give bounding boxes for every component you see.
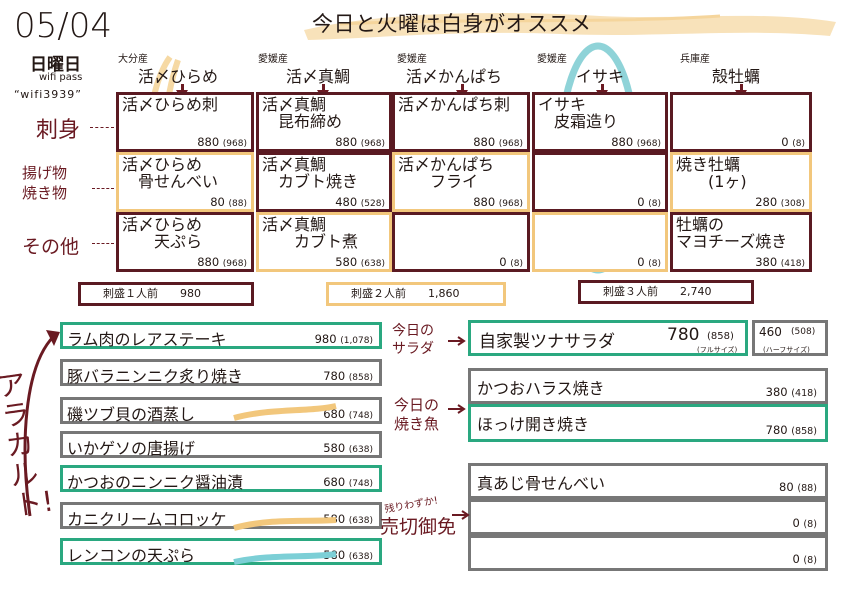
yellow-brush-decoration — [233, 517, 337, 531]
row-arrow — [92, 243, 114, 244]
sold-out-item: 0 (8) — [468, 535, 828, 571]
column-origin: 兵庫産 — [680, 54, 710, 65]
pointer-arrow-icon — [452, 510, 470, 520]
down-arrow-icon — [461, 84, 464, 90]
teal-brush-decoration — [233, 551, 337, 565]
sold-out-item: 0 (8) — [468, 499, 828, 535]
curved-arrow-icon — [23, 330, 60, 517]
down-arrow-icon — [181, 84, 184, 90]
column-origin: 愛媛産 — [397, 54, 427, 65]
weekday: 日曜日 — [30, 55, 81, 75]
column-name: 活〆ひらめ — [138, 67, 219, 86]
column-origin: 愛媛産 — [258, 54, 288, 65]
down-arrow-icon — [601, 84, 604, 90]
pointer-arrow-icon — [448, 336, 466, 346]
row-label-sashimi: 刺身 — [36, 118, 81, 143]
pointer-arrow-icon — [448, 404, 466, 414]
salad-label: 今日の サラダ — [392, 323, 434, 357]
column-name: 活〆かんぱち — [406, 67, 503, 86]
column-name: イサキ — [576, 67, 625, 86]
menu-cell: 焼き牡蠣 (1ヶ)280 (308) — [670, 152, 812, 212]
row-label-other: その他 — [22, 236, 80, 258]
row-arrow — [92, 188, 114, 189]
down-arrow-icon — [740, 84, 743, 90]
sashimori-2: 刺盛２人前 1,860 — [326, 282, 506, 306]
menu-cell: 0 (8) — [532, 212, 668, 272]
salad-half: 460 (508) (ハーフサイズ) — [752, 320, 828, 356]
down-arrow-icon — [322, 84, 325, 90]
row-label-fried: 揚げ物 焼き物 — [22, 164, 68, 202]
grilled-fish-label: 今日の 焼き魚 — [394, 396, 440, 433]
brush-stroke-decoration — [304, 12, 836, 40]
salad-full: 自家製ツナサラダ 780 (858) (フルサイズ) — [468, 320, 748, 356]
yellow-brush-decoration — [233, 403, 337, 421]
sashimori-3: 刺盛３人前 2,740 — [578, 280, 754, 304]
column-origin: 愛媛産 — [537, 54, 567, 65]
column-name: 殻牡蠣 — [712, 67, 761, 86]
sold-out-label: 売切御免 — [380, 516, 457, 538]
column-origin: 大分産 — [118, 54, 148, 65]
wifi-code: “wifi3939” — [14, 88, 82, 101]
date: 05/04 — [14, 6, 112, 46]
wifi-label: wifi pass — [39, 72, 83, 83]
column-name: 活〆真鯛 — [286, 67, 351, 86]
headline: 今日と火曜は白身がオススメ — [312, 12, 592, 36]
menu-cell: 0 (8) — [670, 92, 812, 152]
row-arrow — [90, 127, 114, 128]
menu-cell: 0 (8) — [392, 212, 530, 272]
sashimori-1: 刺盛１人前 980 — [78, 282, 254, 306]
menu-cell: 0 (8) — [532, 152, 668, 212]
